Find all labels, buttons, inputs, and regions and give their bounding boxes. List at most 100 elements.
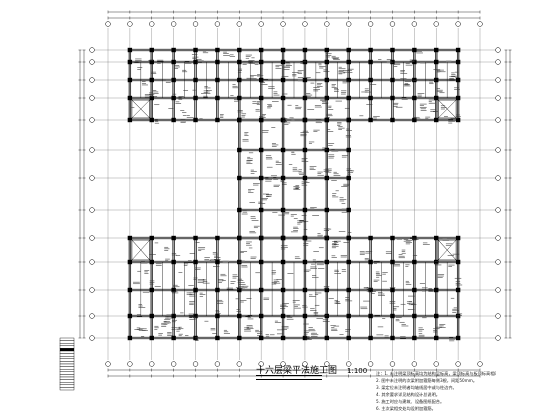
column-mark — [280, 235, 286, 241]
column-mark — [258, 207, 264, 213]
grid-bubble — [455, 21, 461, 27]
column-mark — [193, 117, 198, 123]
column-mark — [412, 117, 417, 123]
grid-bubble — [346, 21, 352, 27]
grid-bubble — [433, 361, 439, 367]
column-mark — [368, 259, 373, 265]
grid-bubble — [89, 207, 95, 213]
grid-bubble — [495, 207, 501, 213]
grid-bubble — [89, 95, 95, 101]
elevation-floor — [59, 382, 75, 386]
column-mark — [171, 47, 176, 53]
grid-bubble — [324, 21, 330, 27]
elevation-floor — [59, 379, 75, 383]
column-mark — [258, 313, 264, 319]
column-mark — [237, 77, 242, 83]
column-mark — [149, 287, 154, 293]
column-mark — [434, 59, 439, 65]
grid-bubble — [302, 361, 308, 367]
elevation-floor — [59, 353, 75, 357]
grid-bubble — [214, 21, 221, 27]
note-line: 2. 图中未注明的次梁附加箍筋每侧3根，间距50mm。 — [376, 378, 478, 383]
column-mark — [237, 147, 242, 153]
elevation-floor — [59, 350, 75, 354]
grid-bubble — [495, 95, 501, 101]
column-mark — [149, 259, 154, 265]
column-mark — [237, 95, 242, 101]
column-mark — [215, 313, 220, 319]
column-mark — [171, 117, 176, 123]
grid-bubble — [89, 175, 95, 181]
shaft-diagonal — [438, 99, 457, 119]
grid-bubble — [89, 147, 95, 153]
column-mark — [127, 59, 133, 65]
column-marks — [127, 47, 461, 341]
note-line: 3. 梁定位未注明者均轴线居中或与柱边齐。 — [376, 385, 457, 390]
column-mark — [127, 117, 133, 123]
elevation-floor — [59, 374, 75, 378]
column-mark — [280, 147, 286, 153]
grid-bubble — [495, 77, 501, 83]
column-mark — [324, 207, 330, 213]
column-mark — [258, 335, 264, 341]
column-mark — [237, 259, 242, 265]
column-mark — [258, 259, 264, 265]
grid-bubble — [170, 21, 177, 27]
column-mark — [149, 313, 154, 319]
grid-bubble — [105, 361, 111, 367]
elevation-floor — [59, 363, 75, 367]
grid-bubble — [324, 361, 330, 367]
column-mark — [390, 335, 395, 341]
column-mark — [193, 47, 198, 53]
column-mark — [434, 235, 439, 241]
column-mark — [193, 259, 198, 265]
column-mark — [368, 117, 373, 123]
column-mark — [215, 235, 220, 241]
column-mark — [302, 175, 308, 181]
column-mark — [193, 95, 198, 101]
general-notes: 注：1. 未注明梁顶标高均为结构层标高，梁顶标高与板顶标高相同。 2. 图中未注… — [376, 370, 496, 412]
grid-bubble — [214, 361, 221, 367]
column-mark — [324, 147, 330, 153]
column-mark — [324, 95, 330, 101]
grid-bubble — [149, 361, 155, 367]
grid-bubble — [477, 361, 483, 367]
column-mark — [346, 47, 351, 53]
column-mark — [280, 207, 286, 213]
elevation-floor — [59, 384, 75, 388]
column-mark — [434, 47, 439, 53]
column-mark — [237, 59, 242, 65]
column-mark — [346, 287, 351, 293]
column-mark — [368, 335, 373, 341]
drawing-title: 十六层梁平法施工图 — [256, 366, 338, 376]
grid-bubble — [89, 235, 95, 241]
grid-bubble — [495, 235, 501, 241]
column-mark — [324, 259, 330, 265]
grid-bubble — [411, 21, 418, 27]
elevation-floor — [59, 345, 75, 349]
note-line: 5. 施工时应与建筑、设备图纸配合。 — [376, 399, 445, 404]
column-mark — [215, 77, 220, 83]
column-mark — [324, 77, 330, 83]
grid-bubble — [236, 21, 242, 27]
grid-bubble — [477, 21, 483, 27]
column-mark — [127, 235, 133, 241]
column-mark — [258, 47, 264, 53]
column-mark — [171, 313, 176, 319]
column-mark — [390, 77, 395, 83]
column-mark — [258, 147, 264, 153]
column-mark — [149, 235, 154, 241]
column-mark — [412, 77, 417, 83]
grid-bubble — [170, 361, 177, 367]
column-mark — [390, 95, 395, 101]
column-mark — [237, 235, 242, 241]
column-mark — [324, 59, 330, 65]
column-mark — [193, 287, 198, 293]
grid-bubble — [89, 259, 95, 265]
column-mark — [171, 59, 176, 65]
shaft-diagonal — [131, 99, 150, 119]
grid-bubble — [236, 361, 242, 367]
title-underline — [256, 375, 322, 380]
column-mark — [127, 287, 133, 293]
column-mark — [324, 235, 330, 241]
